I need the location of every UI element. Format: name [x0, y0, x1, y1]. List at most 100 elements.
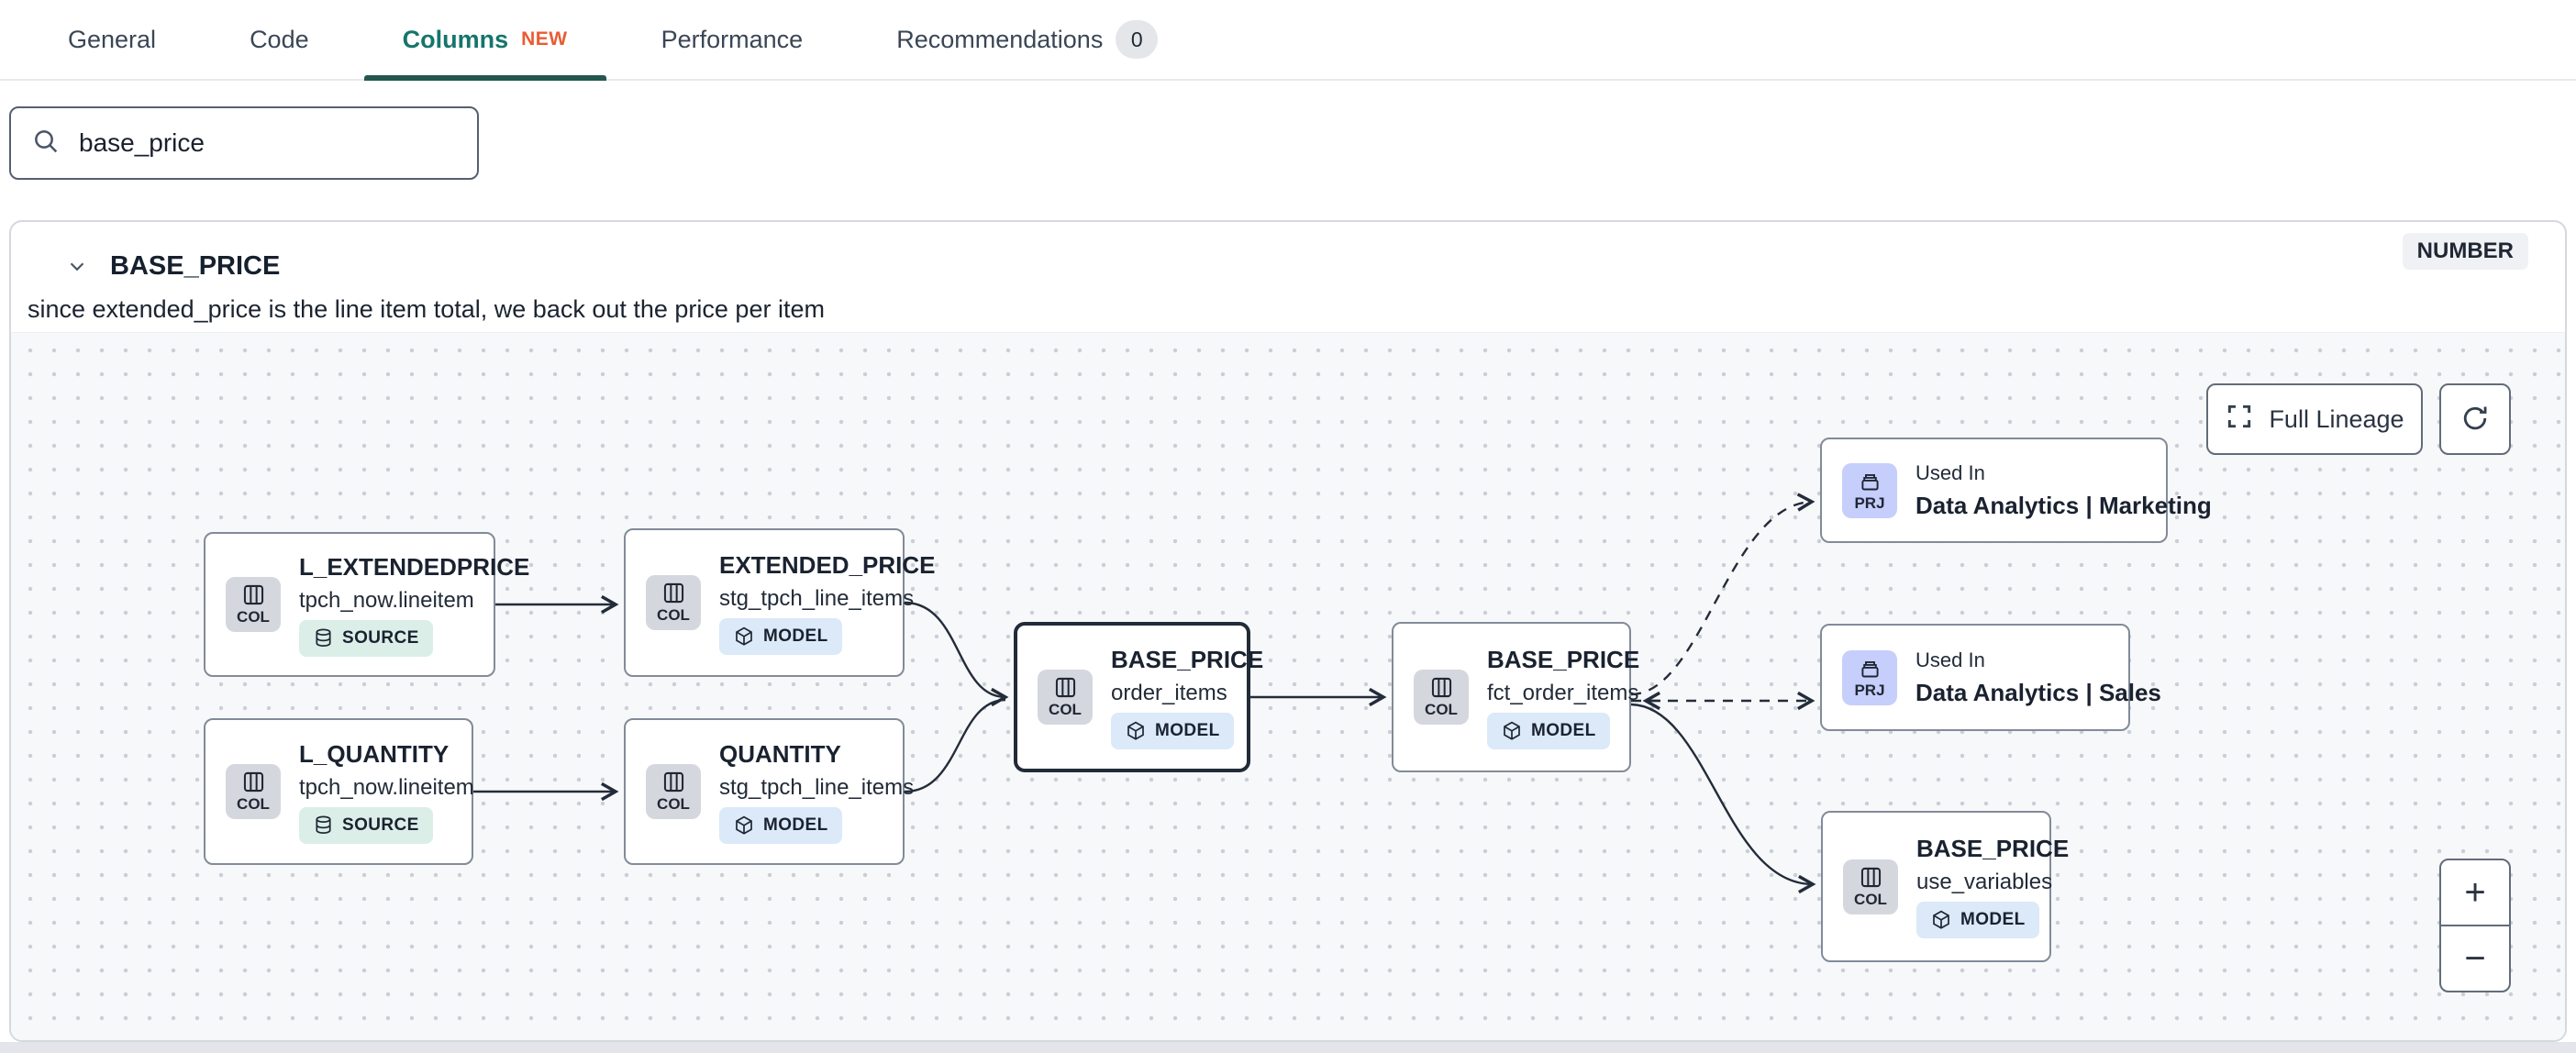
icon-badge-label: COL [237, 795, 270, 813]
column-icon-badge: COL [646, 575, 701, 630]
node-title: BASE_PRICE [1487, 645, 1640, 673]
column-panel-header: BASE_PRICE NUMBER since extended_price i… [11, 222, 2565, 332]
node-body: Used In Data Analytics | Marketing [1915, 461, 2212, 520]
node-title: L_EXTENDEDPRICE [299, 552, 530, 581]
expand-icon [2225, 402, 2254, 438]
icon-badge-label: COL [1049, 701, 1082, 718]
cube-icon [733, 815, 755, 837]
tab-label: General [68, 25, 157, 53]
cube-icon [733, 626, 755, 648]
column-icon-badge: COL [1843, 859, 1898, 914]
icon-badge-label: COL [657, 606, 690, 624]
tab-label: Code [250, 25, 309, 53]
tab-recommendations[interactable]: Recommendations 0 [858, 0, 1196, 79]
node-eyebrow: Used In [1915, 648, 1985, 671]
search-input[interactable] [79, 128, 457, 158]
node-subtitle: stg_tpch_line_items [719, 774, 915, 800]
resource-type-badge: SOURCE [299, 619, 433, 657]
lineage-graph-canvas[interactable] [11, 332, 2565, 1040]
cube-icon [1930, 909, 1952, 931]
node-body: Used In Data Analytics | Sales [1915, 648, 2161, 707]
column-icon-badge: COL [646, 764, 701, 819]
horizontal-scrollbar[interactable] [0, 1042, 2576, 1053]
count-badge: 0 [1116, 20, 1159, 59]
node-title: Data Analytics | Marketing [1915, 491, 2212, 519]
tab-general[interactable]: General [29, 0, 194, 79]
column-type-badge: NUMBER [2402, 233, 2528, 270]
icon-badge-label: COL [657, 795, 690, 813]
icon-badge-label: COL [237, 608, 270, 626]
full-lineage-button[interactable]: Full Lineage [2206, 383, 2423, 455]
refresh-icon [2459, 403, 2491, 437]
resource-type-badge: MODEL [719, 617, 842, 655]
node-title: Data Analytics | Sales [1915, 678, 2161, 706]
icon-badge-label: COL [1425, 701, 1458, 718]
node-subtitle: fct_order_items [1487, 680, 1639, 705]
refresh-button[interactable] [2439, 383, 2511, 455]
column-panel: BASE_PRICE NUMBER since extended_price i… [9, 220, 2567, 1042]
resource-type-badge: MODEL [719, 806, 842, 844]
column-icon-badge: COL [226, 577, 281, 632]
node-title: EXTENDED_PRICE [719, 550, 936, 579]
full-lineage-label: Full Lineage [2269, 405, 2404, 433]
new-badge: NEW [521, 28, 568, 50]
cube-icon [1501, 720, 1523, 742]
collapse-chevron-icon[interactable] [59, 248, 95, 284]
resource-type-badge: SOURCE [299, 806, 433, 844]
column-icon-badge: COL [226, 764, 281, 819]
column-name: BASE_PRICE [110, 251, 281, 281]
icon-badge-label: PRJ [1854, 493, 1885, 512]
lineage-node-used_in_sales[interactable]: PRJ Used In Data Analytics | Sales [1820, 624, 2161, 731]
lineage-node-used_in_marketing[interactable]: PRJ Used In Data Analytics | Marketing [1820, 438, 2212, 543]
node-title: BASE_PRICE [1111, 645, 1264, 673]
database-icon [313, 627, 334, 648]
resource-type-badge: MODEL [1111, 712, 1234, 749]
column-description: since extended_price is the line item to… [28, 295, 825, 323]
node-subtitle: tpch_now.lineitem [299, 774, 474, 800]
column-icon-badge: COL [1038, 670, 1093, 725]
node-eyebrow: Used In [1915, 460, 1985, 484]
tab-columns[interactable]: Columns NEW [363, 0, 606, 81]
tab-label: Performance [661, 25, 804, 53]
node-subtitle: tpch_now.lineitem [299, 587, 474, 613]
tab-code[interactable]: Code [211, 0, 348, 79]
zoom-in-button[interactable]: + [2441, 860, 2509, 926]
database-icon [313, 815, 334, 836]
tab-label: Recommendations [896, 25, 1104, 53]
tab-label: Columns [402, 25, 509, 53]
node-title: L_QUANTITY [299, 739, 450, 768]
search-icon [31, 127, 61, 161]
tab-performance[interactable]: Performance [623, 0, 842, 79]
node-title: BASE_PRICE [1916, 835, 2070, 862]
node-subtitle: use_variables [1916, 870, 2053, 894]
resource-type-badge: MODEL [1916, 902, 2039, 938]
node-subtitle: stg_tpch_line_items [719, 585, 915, 611]
node-subtitle: order_items [1111, 680, 1227, 705]
column-icon-badge: COL [1414, 670, 1469, 725]
icon-badge-label: PRJ [1854, 681, 1885, 699]
zoom-control: + − [2439, 859, 2511, 992]
detail-tabbar: General Code Columns NEW Performance Rec… [0, 0, 2576, 81]
node-title: QUANTITY [719, 739, 841, 768]
icon-badge-label: COL [1854, 890, 1887, 908]
column-search[interactable] [9, 106, 479, 180]
zoom-out-button[interactable]: − [2464, 937, 2486, 979]
cube-icon [1125, 720, 1147, 742]
project-icon-badge: PRJ [1842, 649, 1897, 705]
project-icon-badge: PRJ [1842, 462, 1897, 518]
